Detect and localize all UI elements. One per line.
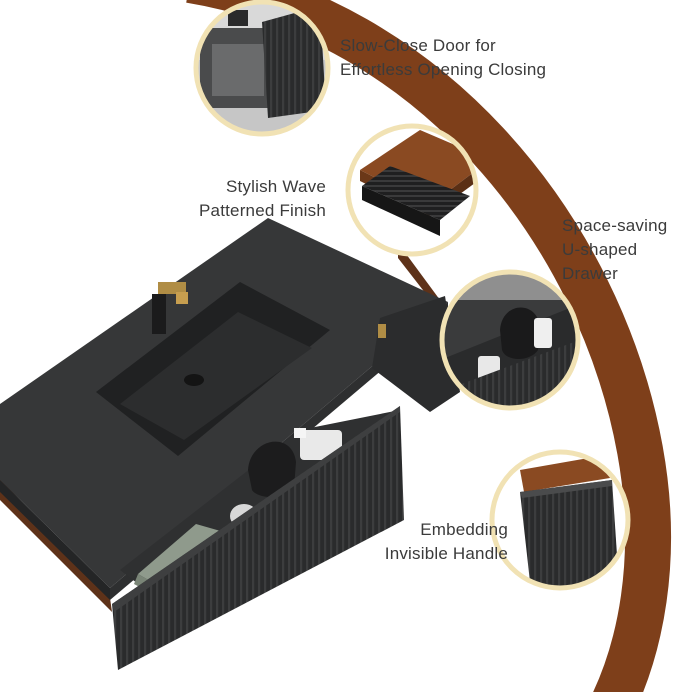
wave-label-line-1: Stylish Wave	[225, 177, 326, 196]
slow-close-label-line-1: Slow-Close Door for	[340, 36, 496, 55]
invisible-handle-detail	[489, 449, 631, 591]
side-door	[372, 296, 460, 412]
drawer-front	[112, 406, 404, 670]
handle-label-line-1: Embedding	[420, 520, 508, 539]
wave-pattern-detail	[345, 123, 479, 257]
u-drawer-label-line-2: U-shaped	[562, 240, 638, 259]
slow-close-label: Slow-Close Door for Effortless Opening C…	[340, 34, 546, 82]
u-shaped-drawer-detail	[439, 269, 581, 411]
slow-close-label-line-2: Effortless Opening Closing	[340, 60, 547, 79]
wave-label-line-2: Patterned Finish	[199, 201, 326, 220]
handle-label-line-2: Invisible Handle	[384, 544, 508, 563]
u-drawer-label: Space-saving U-shaped Drawer	[562, 214, 667, 286]
handle-label: Embedding Invisible Handle	[340, 518, 508, 566]
decorative-arc	[186, 0, 672, 692]
wave-label: Stylish Wave Patterned Finish	[166, 175, 326, 223]
slow-close-door-detail	[193, 0, 331, 137]
faucet	[152, 294, 166, 334]
drawer-bottle	[300, 430, 342, 460]
u-drawer-label-line-1: Space-saving	[562, 216, 668, 235]
drain	[184, 374, 204, 386]
u-drawer-label-line-3: Drawer	[562, 264, 618, 283]
